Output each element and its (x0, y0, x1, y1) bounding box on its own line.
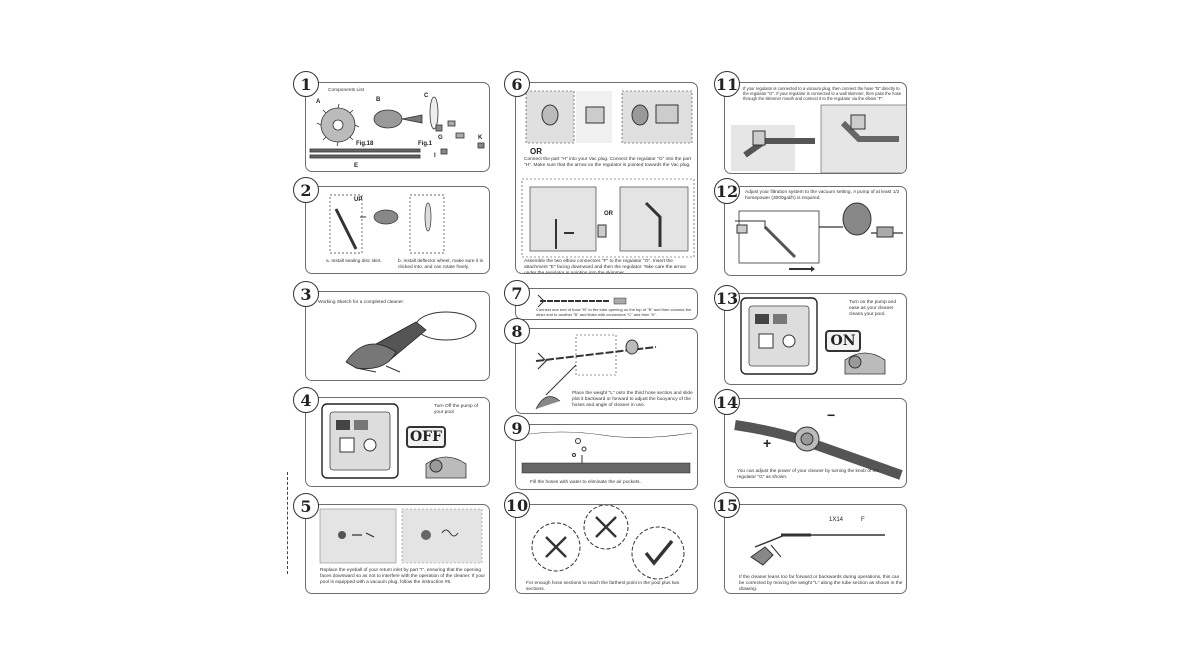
label-fig18: Fig.18 (356, 141, 374, 147)
step-12-panel: Adjust your filtration system to the vac… (724, 186, 907, 276)
or-label-top: OR (530, 147, 542, 156)
control-panel-on-illustration (740, 297, 886, 375)
vac-plug-illustration (521, 90, 695, 258)
step-10-panel: For enough hose sections to reach the fa… (515, 504, 698, 594)
step-2-panel: UP a. Install sealing disc skirt. b. Ins… (305, 186, 490, 274)
assembly-illustration (329, 194, 445, 254)
step-8-panel: Place the weight "L" onto the third hose… (515, 328, 698, 414)
hose-length-illustration (531, 505, 685, 580)
label-up: UP (354, 197, 363, 203)
step-12-caption: Adjust your filtration system to the vac… (745, 190, 900, 201)
minus-label: − (827, 407, 836, 423)
step-number-2: 2 (293, 177, 319, 203)
step-number-1: 1 (293, 71, 319, 97)
step-8-caption: Place the weight "L" onto the third hose… (572, 391, 693, 408)
water-fill-illustration (521, 431, 693, 474)
components-illustration (309, 96, 485, 159)
step-3-panel: Working Sketch for a completed cleaner. (305, 291, 490, 381)
step-number-9: 9 (504, 415, 530, 441)
label-c: C (424, 93, 429, 99)
step-2-caption-left: a. Install sealing disc skirt. (326, 259, 382, 264)
step-number-10: 10 (504, 492, 530, 518)
or-label-bottom: OR (604, 211, 613, 217)
step-7-caption: Connect one end of hose "B" to the tube … (536, 307, 692, 317)
step-number-3: 3 (293, 281, 319, 307)
step-2-caption-right: b. Install deflector wheel, make sure it… (398, 259, 484, 270)
step-number-7: 7 (504, 280, 530, 306)
cut-line (287, 472, 289, 574)
step-number-12: 12 (714, 178, 740, 204)
step-13-panel: ON Turn on the pump and ease as your cle… (724, 293, 907, 385)
label-i: I (434, 153, 436, 159)
step-number-13: 13 (714, 285, 740, 311)
filtration-system-illustration (735, 202, 903, 272)
step-7-panel: Connect one end of hose "B" to the tube … (515, 288, 698, 320)
step-13-caption: Turn on the pump and ease as your cleane… (849, 300, 897, 317)
step-15-caption: If the cleaner leans too far forward or … (739, 575, 903, 592)
step-number-15: 15 (714, 492, 740, 518)
step-1-panel: Components List A B C D Fig.18 Fig.1 G I… (305, 82, 490, 172)
plus-label: + (763, 435, 772, 451)
step-5-panel: Replace the eyeball of your return inlet… (305, 504, 490, 594)
step-number-14: 14 (714, 389, 740, 415)
step-1-caption: Components List (328, 88, 364, 93)
step-6-caption-top: Connect the part "H" into your Vac plug.… (524, 157, 691, 168)
step-9-caption: Fill the hoses with water to eliminate t… (530, 480, 641, 485)
step-4-caption: Turn Off the pump of your pool (434, 404, 478, 415)
regulator-knob-illustration (734, 420, 903, 480)
on-button: ON (825, 330, 861, 352)
step-14-caption: You can adjust the power of your cleaner… (737, 469, 880, 480)
label-a: A (316, 99, 321, 105)
weight-placement-illustration (535, 334, 657, 410)
label-1x14: 1X14 (829, 517, 844, 523)
label-g: G (438, 135, 443, 141)
label-k: K (478, 135, 483, 141)
step-number-8: 8 (504, 318, 530, 344)
step-4-panel: OFF Turn Off the pump of your pool (305, 397, 490, 487)
label-fig1: Fig.1 (418, 141, 433, 147)
step-11-panel: If your regulator is connected to a vacu… (724, 82, 907, 174)
label-b: B (376, 97, 381, 103)
step-number-11: 11 (714, 71, 740, 97)
step-14-panel: − + You can adjust the power of your cle… (724, 398, 907, 488)
step-10-caption: For enough hose sections to reach the fa… (526, 581, 680, 592)
step-9-panel: Fill the hoses with water to eliminate t… (515, 424, 698, 490)
off-button: OFF (406, 426, 446, 448)
step-3-caption: Working Sketch for a completed cleaner. (318, 300, 405, 305)
weight-adjust-illustration (750, 533, 885, 566)
step-number-6: 6 (504, 71, 530, 97)
step-6-panel: OR Connect the part "H" into your Vac pl… (515, 82, 698, 274)
step-11-caption: If your regulator is connected to a vacu… (743, 86, 902, 102)
cleaner-sketch (345, 311, 477, 373)
label-e: E (354, 163, 359, 169)
label-f: F (861, 517, 865, 523)
return-inlet-illustration (319, 508, 483, 564)
step-15-panel: 1X14 F If the cleaner leans too far forw… (724, 504, 907, 594)
hose-connection-illustration (537, 294, 627, 308)
skimmer-connection-illustration (731, 104, 906, 173)
control-panel-illustration (321, 403, 467, 479)
step-5-caption: Replace the eyeball of your return inlet… (320, 568, 486, 585)
step-6-caption-bottom: Assemble the two elbow connectors "F" to… (524, 259, 686, 274)
step-number-4: 4 (293, 387, 319, 413)
step-number-5: 5 (293, 493, 319, 519)
